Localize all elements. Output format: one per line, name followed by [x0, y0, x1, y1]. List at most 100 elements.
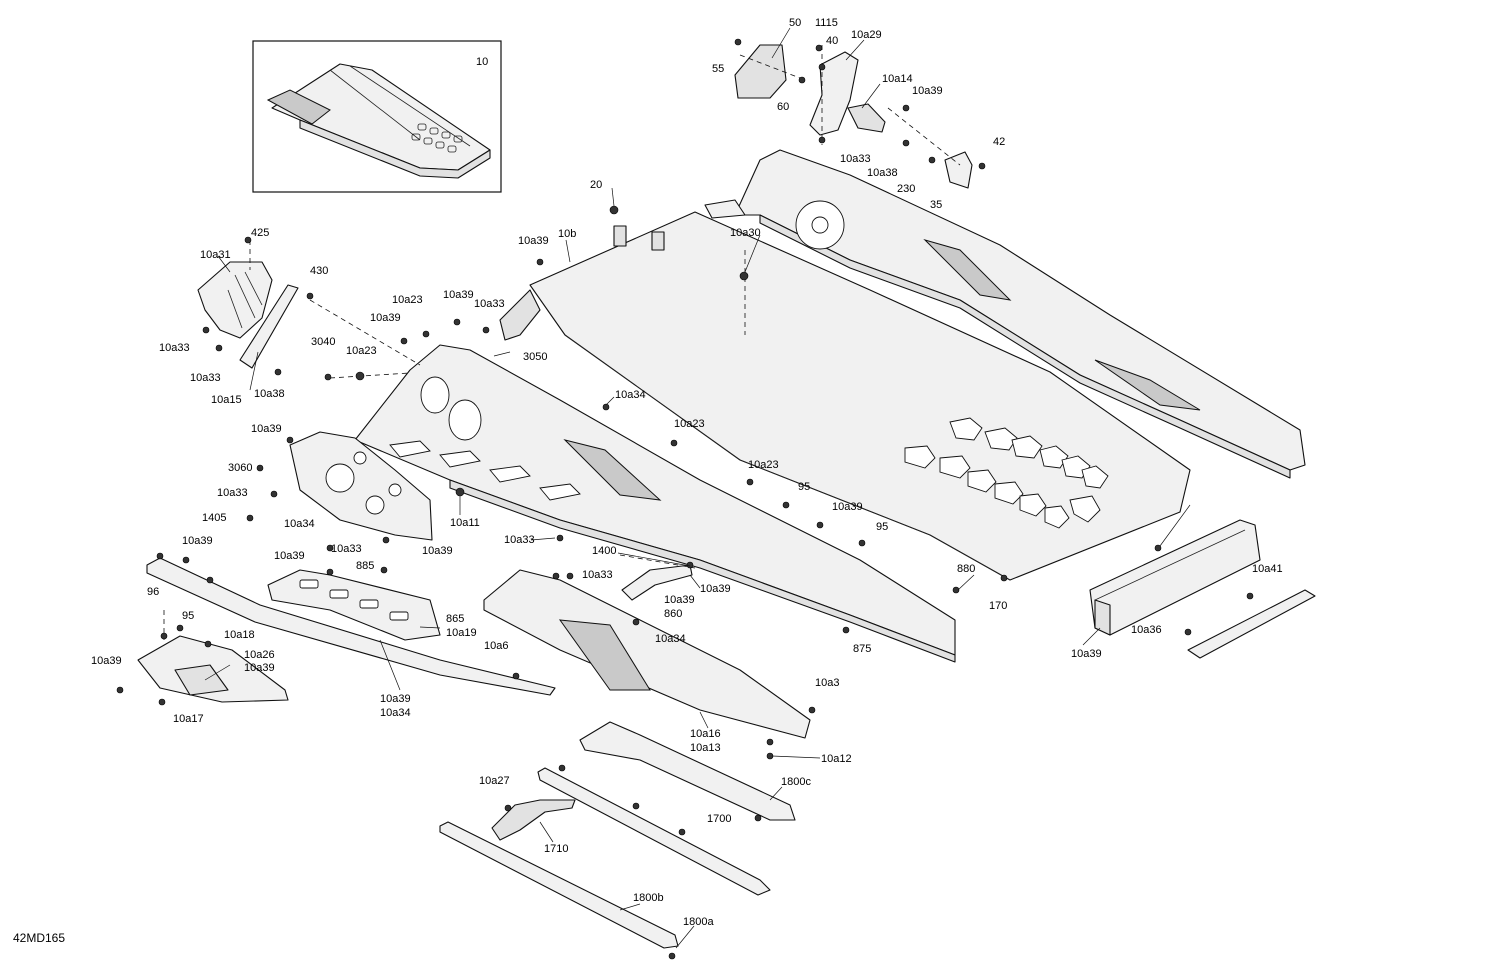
callout-860: 10a39 [664, 594, 695, 606]
callout-1700: 1800c [781, 776, 811, 788]
callout-95: 95 [798, 481, 810, 493]
callout-40: 40 [826, 35, 838, 47]
callout-10a23: 10a23 [748, 459, 779, 471]
callout-430: 430 [310, 265, 328, 277]
callout-10a39: 10a39 [182, 535, 213, 547]
callout-95: 170 [989, 600, 1007, 612]
runner-1800a [439, 821, 679, 949]
callout-10a38: 10a38 [867, 167, 898, 179]
callout-42: 42 [993, 136, 1005, 148]
callout-10a17: 10a39 [380, 693, 411, 705]
callout-1400: 10a33 [504, 534, 535, 546]
assembly-lines [163, 45, 961, 640]
fasteners [116, 38, 1254, 960]
callout-10a39: 10a36 [1131, 624, 1162, 636]
callout-10a33: 10a39 [274, 550, 305, 562]
callout-10a38: 10a38 [254, 388, 285, 400]
callout-10a34: 10a34 [284, 518, 315, 530]
callout-10a33: 885 [356, 560, 374, 572]
callout-885: 1400 [592, 545, 616, 557]
callout-1800c: 10a27 [479, 775, 510, 787]
lower-rail-10a13 [483, 569, 811, 739]
callout-10a13: 10a16 [690, 728, 721, 740]
callout-10a39: 10a39 [370, 312, 401, 324]
callout-10a6: 10a26 [244, 649, 275, 661]
runner-1700 [579, 721, 796, 821]
callout-10a34: 10a18 [224, 629, 255, 641]
callout-1405: 1405 [202, 512, 226, 524]
callout-10b: 10b [558, 228, 576, 240]
callout-10a15: 10a15 [211, 394, 242, 406]
floor-cutouts [904, 417, 1109, 529]
callout-1800b: 1710 [544, 843, 568, 855]
callout-10a29: 10a29 [851, 29, 882, 41]
callout-50: 50 [789, 17, 801, 29]
rear-cross-member [1089, 519, 1261, 636]
callout-170: 96 [147, 586, 159, 598]
callout-10a26: 10a39 [1071, 648, 1102, 660]
drawing-code: 42MD165 [13, 931, 65, 945]
callout-10a23: 10a23 [674, 418, 705, 430]
tunnel-floor-plate [499, 211, 1191, 581]
callout-10a16: 10a34 [380, 707, 411, 719]
callout-60: 60 [777, 101, 789, 113]
callout-35: 35 [930, 199, 942, 211]
callout-1800a: 1800b [633, 892, 664, 904]
callout-10a36: 875 [853, 643, 871, 655]
callout-1840: 1800a [683, 916, 714, 928]
callout-10: 10 [476, 56, 488, 68]
inset-assembly-view [252, 40, 502, 193]
callout-10a18: 10a19 [446, 627, 477, 639]
callout-10a23: 10a23 [392, 294, 423, 306]
bracket-10a14 [847, 103, 886, 133]
front-bracket-10a31 [197, 261, 273, 339]
callout-10a19: 865 [446, 613, 464, 625]
callout-10a31: 10a31 [200, 249, 231, 261]
runner-1800c [537, 767, 771, 896]
callout-10a34: 10a34 [615, 389, 646, 401]
callout-3060: 3060 [228, 462, 252, 474]
callout-10a11: 10a11 [450, 517, 480, 529]
callout-10a30: 10a30 [730, 227, 761, 239]
callout-10a33: 10a33 [217, 487, 248, 499]
callout-10a41: 880 [957, 563, 975, 575]
callout-20: 20 [590, 179, 602, 191]
callout-3040: 3040 [311, 336, 335, 348]
strut-10a15 [239, 284, 299, 369]
callout-880: 10a39 [700, 583, 731, 595]
callout-10a39: 95 [182, 610, 194, 622]
bracket-35 [944, 151, 973, 189]
callout-10a23: 10a23 [346, 345, 377, 357]
callout-1710: 1700 [707, 813, 731, 825]
callout-96: 10a41 [1252, 563, 1283, 575]
callout-10a33: 10a39 [422, 545, 453, 557]
shield-50 [734, 44, 787, 99]
bracket-10a29 [809, 51, 859, 136]
left-side-rail [354, 344, 956, 663]
callout-10a39: 10a39 [443, 289, 474, 301]
leader-lines [204, 27, 1191, 949]
callout-10a39: 10a39 [251, 423, 282, 435]
callout-10a33: 10a33 [474, 298, 505, 310]
callout-10a3: 10a39 [244, 662, 275, 674]
front-suspension-plate [289, 431, 433, 541]
callout-10a39: 10a39 [832, 501, 863, 513]
callout-55: 55 [712, 63, 724, 75]
callout-10a39: 10a39 [518, 235, 549, 247]
callout-10a12: 10a13 [690, 742, 721, 754]
callout-875: 10a34 [655, 633, 686, 645]
callout-10a39: 10a3 [815, 677, 839, 689]
callout-1115: 1115 [815, 17, 838, 29]
callout-10a39: 10a39 [912, 85, 943, 97]
callout-3050: 3050 [523, 351, 547, 363]
brace-860 [621, 564, 693, 601]
callout-10a33: 10a33 [159, 342, 190, 354]
right-side-rail [704, 149, 1306, 479]
callout-10a27: 10a12 [821, 753, 852, 765]
bracket-1800b [491, 799, 576, 841]
callout-10a14: 10a14 [882, 73, 913, 85]
front-lower-frame [137, 635, 289, 703]
callout-10a39: 10a33 [331, 543, 362, 555]
callout-10a33: 10a33 [190, 372, 221, 384]
